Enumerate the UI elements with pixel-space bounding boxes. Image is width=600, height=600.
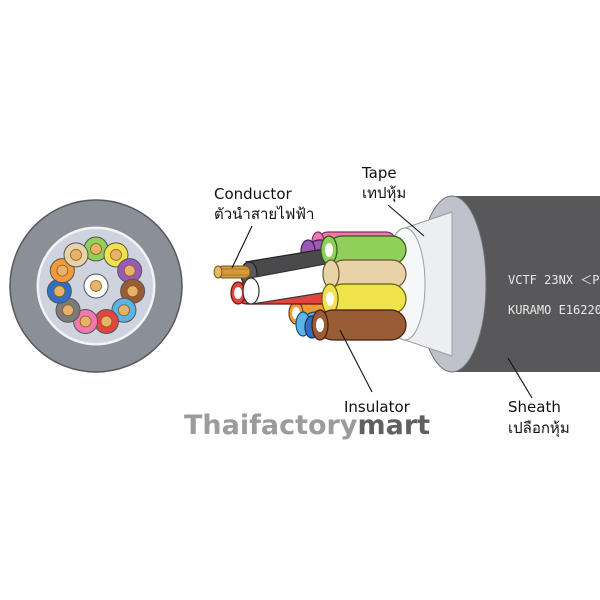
cross-section-core-conductor (123, 264, 136, 277)
cross-section-core-conductor (90, 280, 102, 292)
conductor-leader (231, 225, 253, 269)
cross-section-core-conductor (110, 248, 122, 261)
label-conductor-thai: ตัวนำสายไฟฟ้า (214, 205, 314, 223)
cross-section-core-conductor (90, 243, 102, 255)
label-insulator: Insulator (344, 398, 411, 416)
cable-cross-section (9, 199, 183, 373)
leader-lines (231, 204, 533, 399)
insulator-leader (339, 329, 373, 393)
cross-section-core-conductor (79, 315, 92, 328)
watermark-part2: mart (357, 410, 430, 441)
core-yellow-inner (326, 292, 334, 306)
core-brown (317, 309, 407, 341)
sheath-leader (507, 357, 533, 399)
cross-section-core-conductor (126, 285, 139, 298)
cross-section-core-conductor (56, 264, 69, 277)
watermark-logo: Thaifactorymart (184, 410, 430, 441)
label-sheath: Sheath (508, 398, 561, 416)
cross-section-core-conductor (62, 304, 74, 317)
labels: Conductor ตัวนำสายไฟฟ้า Tape เทปหุ้ม Ins… (214, 164, 570, 438)
core-white-end (242, 277, 260, 305)
core-green-inner (325, 243, 333, 257)
copper-conductor-tip (213, 265, 223, 279)
label-sheath-thai: เปลือกหุ้ม (508, 419, 570, 438)
exposed-cores (213, 231, 407, 341)
cross-section-cores (46, 236, 146, 335)
watermark-part1: Thaifactory (184, 410, 358, 441)
cross-section-core-conductor (100, 315, 113, 328)
label-conductor: Conductor (214, 185, 292, 203)
tape-leader (387, 204, 425, 237)
core-red-inner (234, 287, 242, 299)
label-tape: Tape (361, 164, 397, 182)
cross-section-core-conductor (70, 248, 82, 261)
copper-conductor (217, 265, 251, 279)
svg-text:Thaifactorymart: Thaifactorymart (184, 410, 430, 441)
cable-print-line1: VCTF 23NX ＜P (508, 273, 599, 287)
cross-section-core-conductor (118, 304, 130, 317)
cross-section-core-conductor (53, 285, 66, 298)
label-tape-thai: เทปหุ้ม (362, 184, 406, 203)
cable-body: VCTF 23NX ＜P KURAMO E162205 (384, 195, 600, 373)
core-brown-inner (316, 318, 324, 332)
cable-print-line2: KURAMO E162205 (508, 303, 600, 317)
